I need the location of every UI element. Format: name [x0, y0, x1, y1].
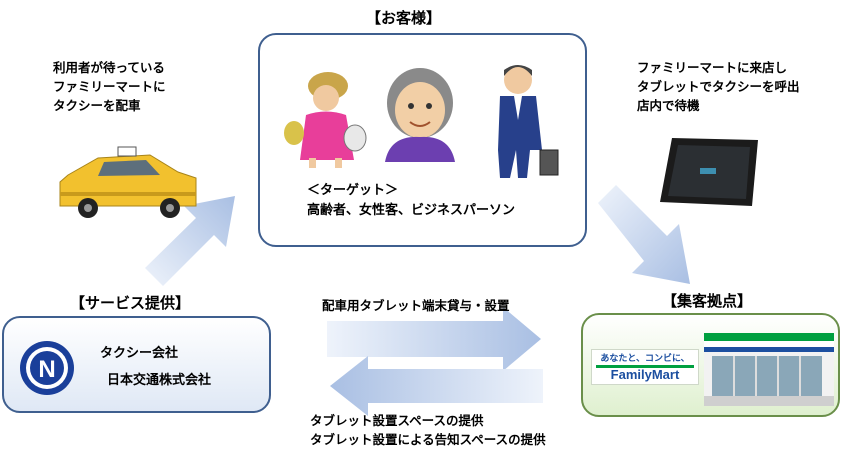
service-title: 【サービス提供】	[70, 294, 191, 312]
target-description: 高齢者、女性客、ビジネスパーソン	[307, 203, 516, 218]
target-label: ＜ターゲット＞	[307, 183, 399, 198]
familymart-name: FamilyMart	[610, 367, 680, 382]
arrow-right-tablet-loan	[327, 307, 541, 371]
right-note-line: 店内で待機	[637, 98, 700, 113]
hub-title: 【集客拠点】	[662, 292, 753, 310]
left-note-line: 利用者が待っている	[53, 60, 165, 75]
service-company-type: タクシー会社	[100, 346, 179, 361]
right-note-line: タブレットでタクシーを呼出	[637, 79, 800, 94]
familymart-logo: あなたと、コンビに、 FamilyMart	[591, 349, 699, 385]
right-note: ファミリーマートに来店し タブレットでタクシーを呼出 店内で待機	[637, 58, 800, 115]
arrow-service-to-customer	[145, 196, 235, 286]
right-note-line: ファミリーマートに来店し	[637, 60, 788, 75]
arrow-bottom-line: タブレット設置による告知スペースの提供	[310, 432, 546, 447]
service-company-name: 日本交通株式会社	[107, 373, 212, 388]
left-note: 利用者が待っている ファミリーマートに タクシーを配車	[53, 58, 166, 115]
arrow-customer-to-hub	[598, 185, 690, 284]
arrow-top-label: 配車用タブレット端末貸与・設置	[322, 298, 510, 313]
arrow-left-space-provision	[330, 356, 543, 416]
arrow-bottom-label: タブレット設置スペースの提供 タブレット設置による告知スペースの提供	[310, 411, 546, 449]
service-panel	[2, 316, 271, 413]
familymart-tagline: あなたと、コンビに、	[600, 354, 690, 364]
familymart-stripe-green	[596, 365, 694, 368]
left-note-line: タクシーを配車	[53, 98, 141, 113]
arrow-bottom-line: タブレット設置スペースの提供	[310, 413, 484, 428]
left-note-line: ファミリーマートに	[53, 79, 166, 94]
customer-title: 【お客様】	[366, 9, 442, 27]
